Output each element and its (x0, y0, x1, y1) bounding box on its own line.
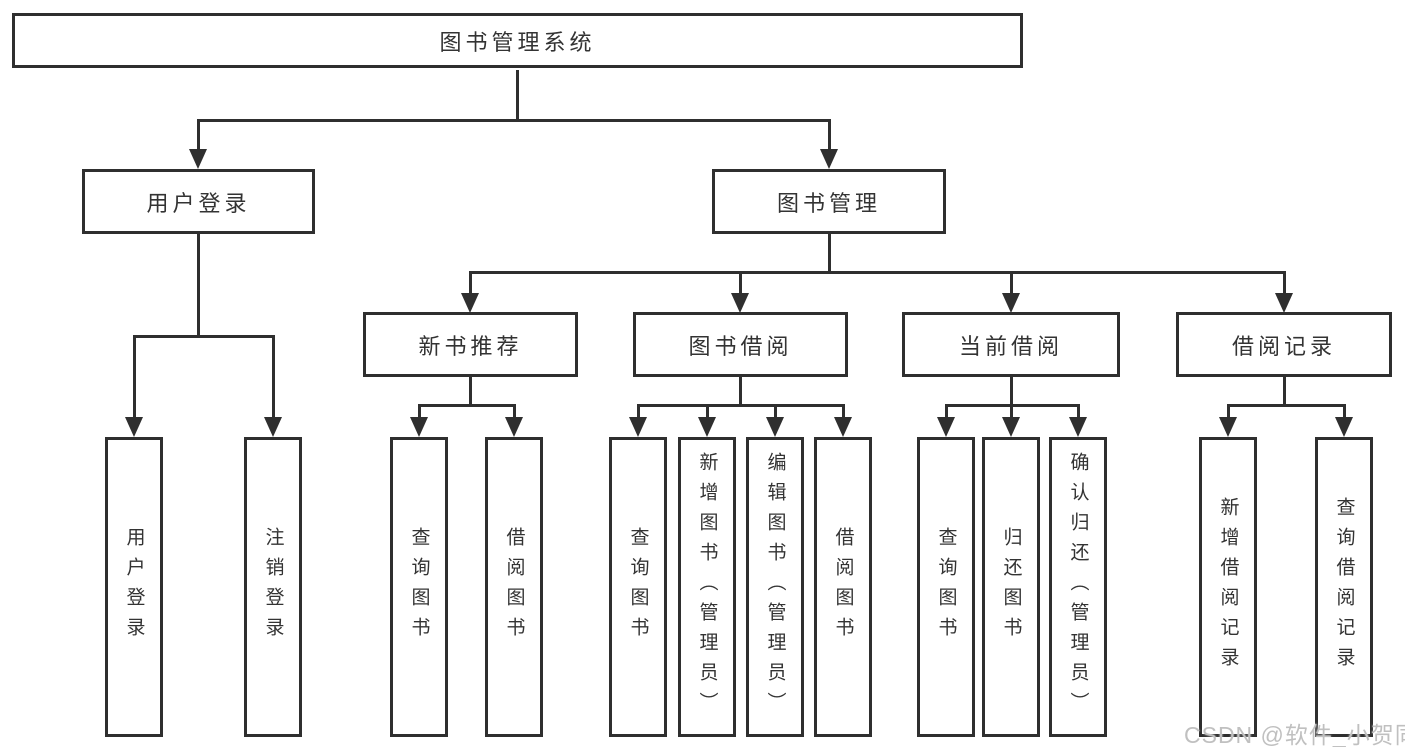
csdn-watermark: CSDN @软件_小贺同学 (1184, 722, 1405, 747)
leaf-logout: 注销登录 (244, 437, 302, 737)
leaf-confirm-return-admin: 确认归还（管理员） (1049, 437, 1107, 737)
node-current-borrowing: 当前借阅 (902, 312, 1120, 377)
connector-line (469, 377, 472, 407)
connector-line (739, 271, 742, 295)
arrow-down-icon (937, 417, 955, 437)
arrow-down-icon (461, 293, 479, 313)
connector-line (469, 271, 1286, 274)
leaf-user-login: 用户登录 (105, 437, 163, 737)
arrow-down-icon (820, 149, 838, 169)
connector-line (1283, 271, 1286, 295)
leaf-query-book-current: 查询图书 (917, 437, 975, 737)
leaf-borrow-book-recommend: 借阅图书 (485, 437, 543, 737)
arrow-down-icon (1219, 417, 1237, 437)
arrow-down-icon (766, 417, 784, 437)
leaf-borrow-book: 借阅图书 (814, 437, 872, 737)
connector-line (1077, 404, 1080, 419)
arrow-down-icon (1335, 417, 1353, 437)
arrow-down-icon (1069, 417, 1087, 437)
connector-line (739, 377, 742, 407)
leaf-query-book-borrow: 查询图书 (609, 437, 667, 737)
connector-line (1010, 377, 1013, 407)
connector-line (516, 70, 519, 122)
connector-line (1343, 404, 1346, 419)
leaf-query-book-recommend: 查询图书 (390, 437, 448, 737)
arrow-down-icon (125, 417, 143, 437)
leaf-query-borrow-record: 查询借阅记录 (1315, 437, 1373, 737)
connector-line (418, 404, 421, 419)
arrow-down-icon (1002, 293, 1020, 313)
connector-line (706, 404, 709, 419)
node-new-book-recommendation: 新书推荐 (363, 312, 578, 377)
leaf-add-book-admin: 新增图书（管理员） (678, 437, 736, 737)
connector-line (197, 234, 200, 338)
connector-line (469, 271, 472, 295)
arrow-down-icon (505, 417, 523, 437)
arrow-down-icon (1275, 293, 1293, 313)
node-user-login: 用户登录 (82, 169, 315, 234)
connector-line (774, 404, 777, 419)
node-library-system: 图书管理系统 (12, 13, 1023, 68)
node-book-management: 图书管理 (712, 169, 946, 234)
connector-line (133, 335, 136, 419)
node-borrowing-records: 借阅记录 (1176, 312, 1392, 377)
arrow-down-icon (834, 417, 852, 437)
arrow-down-icon (731, 293, 749, 313)
connector-line (1227, 404, 1230, 419)
connector-line (197, 119, 200, 151)
arrow-down-icon (264, 417, 282, 437)
connector-line (133, 335, 275, 338)
connector-line (1010, 271, 1013, 295)
connector-line (842, 404, 845, 419)
connector-line (1010, 404, 1013, 419)
connector-line (197, 119, 831, 122)
connector-line (637, 404, 640, 419)
connector-line (828, 234, 831, 274)
arrow-down-icon (629, 417, 647, 437)
connector-line (828, 119, 831, 151)
connector-line (272, 335, 275, 419)
connector-line (418, 404, 516, 407)
arrow-down-icon (189, 149, 207, 169)
arrow-down-icon (410, 417, 428, 437)
connector-line (1227, 404, 1346, 407)
node-book-borrowing: 图书借阅 (633, 312, 848, 377)
arrow-down-icon (698, 417, 716, 437)
connector-line (945, 404, 948, 419)
leaf-edit-book-admin: 编辑图书（管理员） (746, 437, 804, 737)
connector-line (1283, 377, 1286, 407)
arrow-down-icon (1002, 417, 1020, 437)
leaf-add-borrow-record: 新增借阅记录 (1199, 437, 1257, 737)
leaf-return-book: 归还图书 (982, 437, 1040, 737)
connector-line (513, 404, 516, 419)
connector-line (637, 404, 845, 407)
